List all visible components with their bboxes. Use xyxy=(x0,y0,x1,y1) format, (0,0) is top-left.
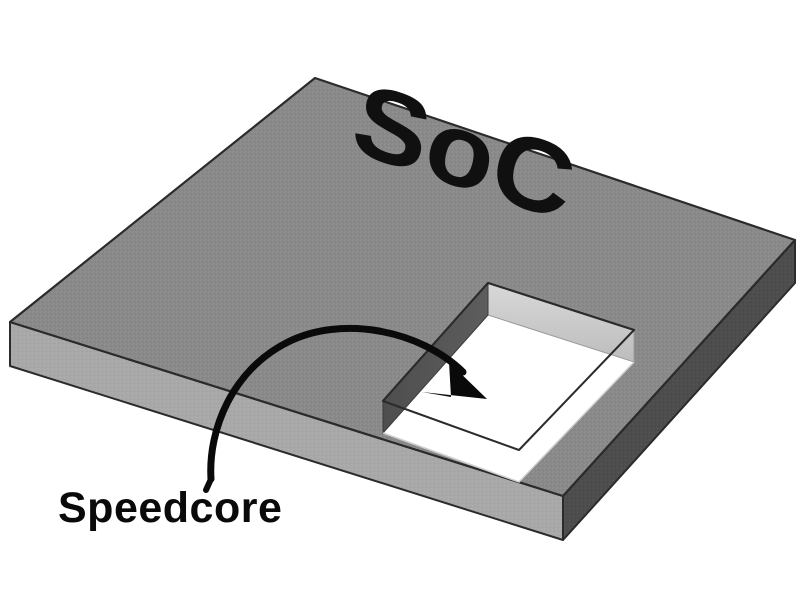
cutout-floor xyxy=(383,315,634,482)
arrow-head xyxy=(422,362,487,399)
cutout-floor-edge xyxy=(382,361,635,483)
speedcore-label: Speedcore xyxy=(58,484,283,532)
annotation-arrow xyxy=(207,324,487,483)
arrow-curve xyxy=(207,324,467,483)
cutout-opening-outline xyxy=(382,282,635,451)
leader-line xyxy=(203,476,214,493)
speedcore-cutout[interactable] xyxy=(382,281,635,483)
